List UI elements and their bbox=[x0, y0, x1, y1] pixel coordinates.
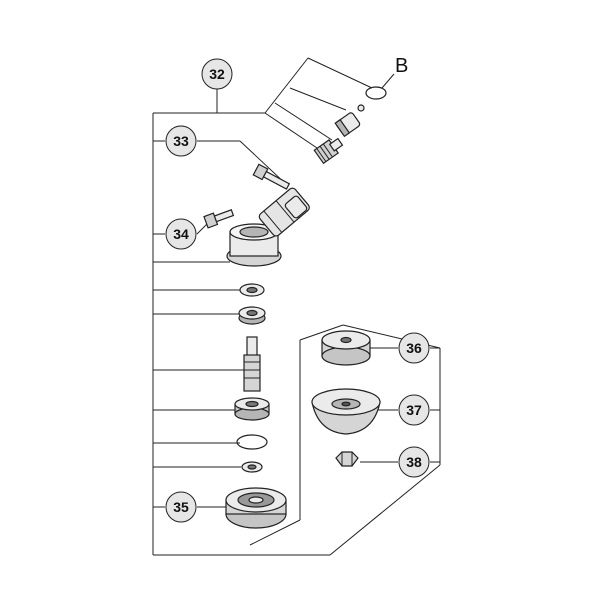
bolt-33-part bbox=[252, 163, 291, 190]
callout-36: 36 bbox=[398, 332, 430, 364]
callout-label: 37 bbox=[406, 402, 422, 418]
bolt-34-part bbox=[203, 209, 235, 229]
callout-38: 38 bbox=[398, 446, 430, 478]
callout-label: 35 bbox=[173, 499, 189, 515]
snap-ring-part bbox=[236, 434, 268, 450]
callout-label: 38 bbox=[406, 454, 422, 470]
callout-34: 34 bbox=[165, 218, 197, 250]
cover-35-part bbox=[225, 487, 287, 529]
washer-part bbox=[239, 283, 265, 297]
callout-label: 34 bbox=[173, 226, 189, 242]
bevel-gear-part bbox=[238, 306, 266, 325]
callout-32: 32 bbox=[201, 58, 233, 90]
small-bearing-part bbox=[334, 112, 361, 138]
letter-b-label: B bbox=[395, 55, 408, 77]
circlip-part bbox=[365, 86, 387, 100]
callout-33: 33 bbox=[165, 125, 197, 157]
callout-label: 36 bbox=[406, 340, 422, 356]
callout-label: 33 bbox=[173, 133, 189, 149]
leader-lines bbox=[152, 57, 441, 556]
bearing-part bbox=[234, 397, 270, 421]
nut-38-part bbox=[335, 451, 359, 467]
parts bbox=[203, 86, 387, 529]
gear-case-part bbox=[226, 187, 310, 267]
cup-37-part bbox=[311, 388, 381, 435]
callout-label: 32 bbox=[209, 66, 225, 82]
small-washer-part bbox=[241, 461, 263, 473]
callout-37: 37 bbox=[398, 394, 430, 426]
small-ring-part bbox=[357, 104, 365, 112]
pinion-gear-part bbox=[313, 137, 344, 165]
spindle-shaft-part bbox=[243, 336, 261, 392]
callout-35: 35 bbox=[165, 491, 197, 523]
holder-36-part bbox=[321, 330, 371, 366]
